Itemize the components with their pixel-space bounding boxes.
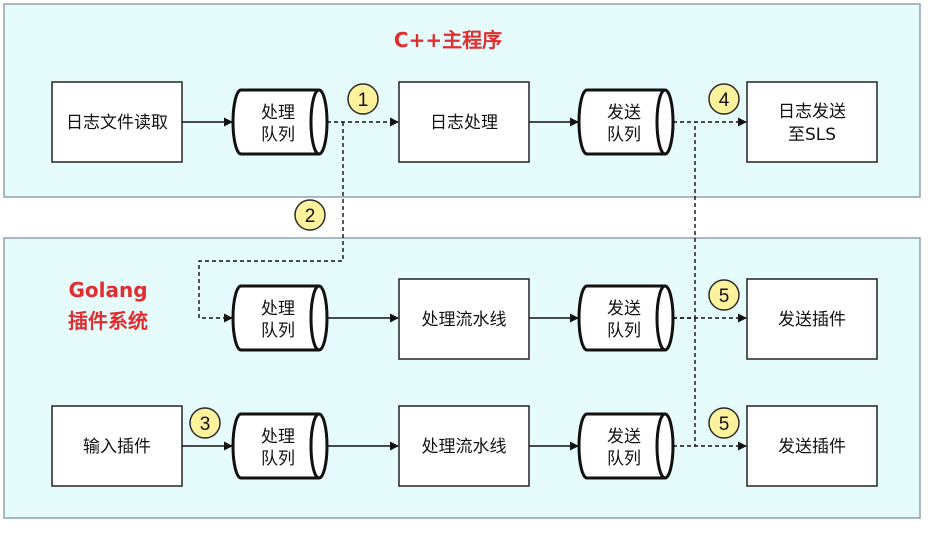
- cpp-send-queue: 发送 队列: [577, 88, 675, 156]
- badge-3: 3: [189, 407, 221, 439]
- golang-section-title: Golang: [68, 278, 147, 302]
- pipeline-label: 处理流水线: [422, 437, 507, 457]
- queue-label-bottom: 队列: [261, 321, 295, 341]
- pipeline-box-2: 处理流水线: [398, 405, 530, 487]
- go-send-queue-2: 发送 队列: [577, 412, 675, 480]
- input-plugin-box: 输入插件: [51, 405, 183, 487]
- queue-label-top: 发送: [607, 299, 641, 319]
- cpp-section-title: C++主程序: [394, 28, 502, 52]
- dashed-to-golang-queue: [198, 122, 344, 323]
- send-plugin-label: 发送插件: [778, 437, 846, 457]
- badge-5a: 5: [708, 279, 740, 311]
- queue-label-bottom: 队列: [607, 125, 641, 145]
- log-process-label: 日志处理: [430, 113, 498, 133]
- go-process-queue-2: 处理 队列: [231, 412, 329, 480]
- log-send-sls-box: 日志发送 至SLS: [746, 81, 878, 163]
- badge-5b: 5: [708, 407, 740, 439]
- queue-label-top: 处理: [261, 299, 295, 319]
- log-file-read-label: 日志文件读取: [66, 113, 168, 133]
- badge-4: 4: [708, 83, 740, 115]
- log-file-read-box: 日志文件读取: [51, 81, 183, 163]
- dashed-arrows: [198, 117, 747, 451]
- queue-label-bottom: 队列: [607, 449, 641, 469]
- badge-number: 1: [358, 90, 369, 111]
- badge-number: 3: [200, 414, 211, 435]
- log-send-label-bottom: 至SLS: [788, 125, 836, 145]
- cpp-process-queue: 处理 队列: [231, 88, 329, 156]
- badge-number: 2: [305, 206, 316, 227]
- solid-arrows: [182, 117, 579, 451]
- queue-label-top: 发送: [607, 103, 641, 123]
- badge-number: 4: [719, 90, 730, 111]
- send-plugin-box-1: 发送插件: [746, 278, 878, 360]
- badge-number: 5: [719, 414, 730, 435]
- send-plugin-label: 发送插件: [778, 310, 846, 330]
- queue-label-top: 处理: [261, 427, 295, 447]
- queue-label-top: 处理: [261, 103, 295, 123]
- queue-label-top: 发送: [607, 427, 641, 447]
- queue-label-bottom: 队列: [261, 449, 295, 469]
- badge-number: 5: [719, 286, 730, 307]
- badge-1: 1: [347, 83, 379, 115]
- go-process-queue-1: 处理 队列: [231, 284, 329, 352]
- pipeline-box-1: 处理流水线: [398, 278, 530, 360]
- log-process-box: 日志处理: [398, 81, 530, 163]
- pipeline-label: 处理流水线: [422, 310, 507, 330]
- input-plugin-label: 输入插件: [83, 437, 151, 457]
- send-plugin-box-2: 发送插件: [746, 405, 878, 487]
- golang-section-subtitle: 插件系统: [68, 309, 148, 333]
- go-send-queue-1: 发送 队列: [577, 284, 675, 352]
- badge-2: 2: [294, 199, 326, 231]
- queue-label-bottom: 队列: [261, 125, 295, 145]
- log-send-label-top: 日志发送: [778, 102, 846, 122]
- queue-label-bottom: 队列: [607, 321, 641, 341]
